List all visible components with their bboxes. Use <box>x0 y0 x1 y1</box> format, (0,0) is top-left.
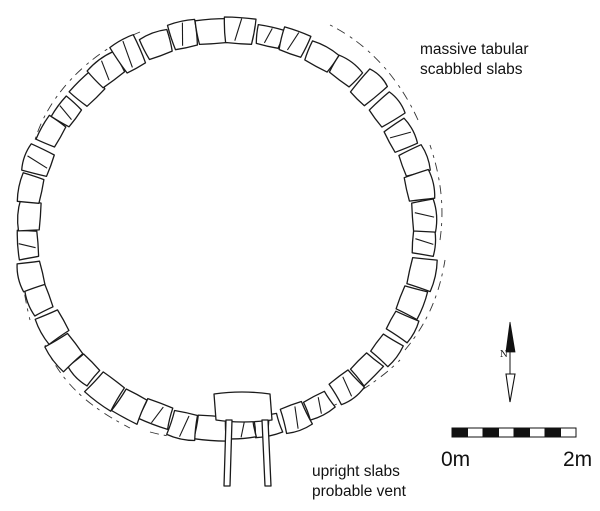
north-arrow <box>505 321 516 403</box>
slab <box>34 309 70 346</box>
slab-crack <box>100 60 110 81</box>
slab <box>21 143 55 178</box>
annotation-upright-slabs: upright slabs probable vent <box>312 462 472 502</box>
annotation-massive-slabs: massive tabular scabbled slabs <box>420 40 590 80</box>
slab <box>16 260 46 293</box>
scale-segment <box>529 427 546 438</box>
slab-crack <box>234 18 243 41</box>
scale-segment <box>544 427 561 438</box>
slab <box>35 114 67 148</box>
slab <box>411 229 437 258</box>
slab <box>16 198 42 232</box>
slab <box>411 198 438 233</box>
slab-crack <box>150 406 164 424</box>
slab-crack <box>263 28 273 44</box>
slab-crack <box>18 243 36 249</box>
slab <box>50 95 83 128</box>
slab-crack <box>286 32 300 51</box>
scale-segment <box>451 427 468 438</box>
slab <box>16 229 40 261</box>
scale-segment <box>498 427 515 438</box>
slab <box>403 168 436 202</box>
slab-crack <box>317 397 322 414</box>
slab-crack <box>389 131 412 139</box>
slab <box>16 172 45 204</box>
slab-crack <box>342 376 353 397</box>
slab-crack <box>414 212 435 218</box>
scale-bar <box>451 427 577 438</box>
annotation-line: probable vent <box>312 483 406 500</box>
annotation-line: scabbled slabs <box>420 61 523 78</box>
slab <box>278 26 312 58</box>
slab <box>328 54 364 88</box>
slab <box>44 332 84 373</box>
slab <box>223 16 257 45</box>
stone-ring <box>16 16 438 442</box>
slab-crack <box>294 406 299 429</box>
slab <box>83 371 126 412</box>
slab-crack <box>122 40 133 68</box>
scale-segment <box>482 427 499 438</box>
slab-crack <box>415 238 434 245</box>
slab <box>398 144 431 177</box>
upright-slabs-vent <box>223 419 272 487</box>
slab-crack <box>179 415 190 437</box>
scale-end-label: 2m <box>563 448 593 471</box>
slab <box>194 17 230 46</box>
slab <box>406 256 438 293</box>
slab <box>138 28 173 61</box>
slab <box>166 409 199 442</box>
slab <box>385 310 420 344</box>
north-label: N <box>500 350 508 360</box>
scale-segment <box>467 427 484 438</box>
slab <box>370 333 404 368</box>
vent-lintel-slab <box>213 391 273 423</box>
slab-crack <box>59 105 72 120</box>
scale-segment <box>513 427 530 438</box>
slab <box>328 369 366 406</box>
slab <box>349 68 389 107</box>
annotation-line: upright slabs <box>312 463 400 480</box>
slab <box>368 91 406 128</box>
scale-segment <box>560 427 577 438</box>
slab-crack <box>27 155 48 169</box>
scale-start-label: 0m <box>441 448 471 471</box>
slab-crack <box>240 420 246 438</box>
slab <box>395 285 429 321</box>
annotation-line: massive tabular <box>420 41 529 58</box>
